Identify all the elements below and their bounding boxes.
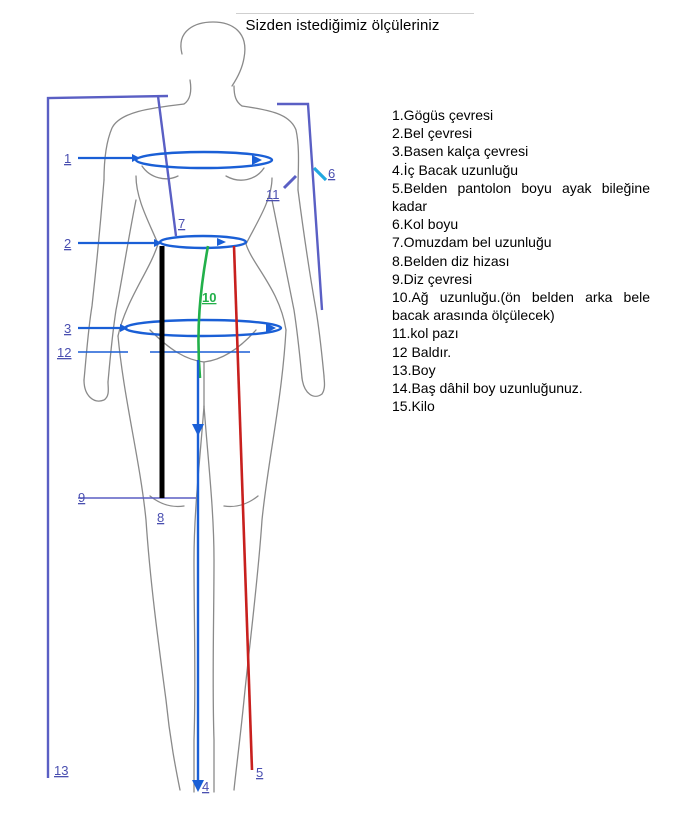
left-shoulder <box>103 103 185 181</box>
marker-9: 9 <box>78 490 85 505</box>
marker-2: 2 <box>64 236 71 251</box>
marker-7: 7 <box>178 216 185 231</box>
legend-item: 5.Belden pantolon boyu ayak bileğine kad… <box>392 179 650 215</box>
right-hand <box>301 375 326 397</box>
marker-11: 11 <box>266 187 280 202</box>
legend-item: 8.Belden diz hizası <box>392 252 510 269</box>
left-leg-outer <box>117 335 181 791</box>
waist-circumference <box>158 234 248 250</box>
right-shoulder <box>241 105 300 191</box>
legend-item: 10.Ağ uzunluğu.(ön belden arka bele baca… <box>392 289 650 324</box>
marker-6: 6 <box>328 166 335 181</box>
waist-ring-arrow <box>217 238 226 246</box>
right-arm-inner <box>271 199 303 379</box>
inseam-end-arrow <box>192 780 204 792</box>
marker-10: 10 <box>202 290 216 305</box>
legend-item: 12 Baldır. <box>392 343 452 360</box>
arm-length-line <box>277 102 324 311</box>
legend-item: 11.kol pazı <box>392 325 459 342</box>
page-title: Sizden istediğimiz ölçüleriniz <box>245 17 440 34</box>
bust-right <box>225 167 265 181</box>
right-leg-outer <box>233 329 287 791</box>
marker-13: 13 <box>54 763 68 778</box>
neck-right <box>233 85 243 107</box>
arm-length-tick <box>312 166 328 182</box>
crotch-length-line <box>197 245 210 379</box>
neck-left <box>183 79 192 105</box>
marker-12: 12 <box>57 345 71 360</box>
chest-arrowhead <box>132 154 140 162</box>
left-arm-outer <box>83 179 105 381</box>
left-arm-inner <box>107 199 137 383</box>
right-leg-inner <box>203 405 215 793</box>
hip-ring-arrow <box>266 323 276 333</box>
marker-1: 1 <box>64 151 71 166</box>
body-silhouette <box>83 21 326 793</box>
legend-item: 1.Gögüs çevresi <box>392 107 494 123</box>
marker-5: 5 <box>256 765 263 780</box>
right-torso <box>245 177 287 331</box>
marker-8: 8 <box>157 510 164 525</box>
legend-item: 7.Omuzdam bel uzunluğu <box>392 234 552 251</box>
legend-item: 14.Baş dâhil boy uzunluğunuz. <box>392 380 583 397</box>
height-line <box>46 94 169 778</box>
markers: 1 2 3 12 7 10 11 6 9 8 13 4 5 <box>54 151 335 794</box>
legend-item: 2.Bel çevresi <box>392 125 473 142</box>
left-hand <box>83 379 109 402</box>
legend-item: 3.Basen kalça çevresi <box>392 143 529 160</box>
marker-4: 4 <box>202 779 209 794</box>
right-knee <box>223 495 259 508</box>
measurement-lines <box>78 150 328 792</box>
bicep-line <box>282 174 298 190</box>
legend-item: 4.İç Bacak uzunluğu <box>392 161 519 178</box>
title-rule <box>236 13 474 14</box>
left-torso <box>117 175 159 337</box>
legend-item: 9.Diz çevresi <box>392 270 473 287</box>
right-arm-outer <box>297 189 325 377</box>
waist-arrowhead <box>154 239 162 247</box>
head-outline <box>180 21 246 87</box>
bust-left <box>141 165 179 180</box>
chest-ring-arrow <box>252 155 262 165</box>
chest-circumference <box>134 150 274 170</box>
frame-lines <box>46 94 324 778</box>
legend-item: 13.Boy <box>392 361 436 378</box>
legend-item: 15.Kilo <box>392 398 435 415</box>
marker-3: 3 <box>64 321 71 336</box>
inseam-mid-arrow <box>192 424 204 436</box>
hip-circumference <box>123 318 283 338</box>
legend-item: 6.Kol boyu <box>392 216 459 233</box>
waist-to-ankle-line <box>232 245 254 771</box>
